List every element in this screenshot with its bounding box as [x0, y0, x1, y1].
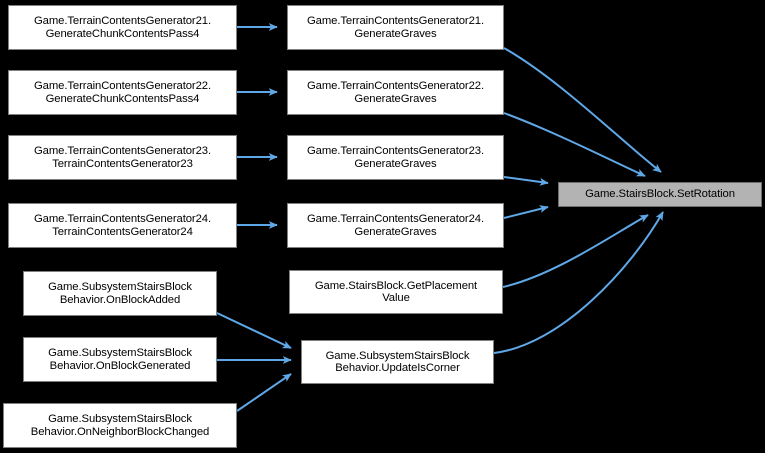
graph-node-label: Game.TerrainContentsGenerator23. Terrain…: [33, 145, 211, 170]
graph-node[interactable]: Game.TerrainContentsGenerator24. Generat…: [287, 203, 504, 248]
graph-node-label: Game.TerrainContentsGenerator24. Terrain…: [33, 213, 211, 238]
graph-edge: [236, 373, 292, 412]
graph-edge: [503, 176, 549, 186]
graph-edge: [493, 211, 664, 354]
graph-node-label: Game.StairsBlock.SetRotation: [585, 188, 735, 201]
graph-edge: [216, 312, 292, 349]
graph-node-label: Game.SubsystemStairsBlock Behavior.OnBlo…: [48, 347, 192, 372]
graph-node-label: Game.SubsystemStairsBlock Behavior.OnNei…: [30, 413, 210, 438]
graph-node-label: Game.TerrainContentsGenerator21. Generat…: [306, 15, 484, 40]
graph-node[interactable]: Game.TerrainContentsGenerator22. Generat…: [287, 70, 504, 115]
graph-node-label: Game.SubsystemStairsBlock Behavior.Updat…: [325, 349, 470, 374]
graph-node[interactable]: Game.TerrainContentsGenerator21. Generat…: [287, 5, 504, 50]
graph-node[interactable]: Game.TerrainContentsGenerator23. Terrain…: [8, 135, 237, 180]
graph-node-target[interactable]: Game.StairsBlock.SetRotation: [558, 182, 762, 207]
graph-node-label: Game.TerrainContentsGenerator24. Generat…: [306, 213, 484, 238]
graph-node-label: Game.SubsystemStairsBlock Behavior.OnBlo…: [48, 281, 192, 306]
graph-edge: [503, 205, 549, 219]
graph-node-label: Game.TerrainContentsGenerator22. Generat…: [306, 80, 484, 105]
graph-node[interactable]: Game.SubsystemStairsBlock Behavior.OnBlo…: [23, 337, 217, 382]
graph-node[interactable]: Game.TerrainContentsGenerator23. Generat…: [287, 135, 504, 180]
graph-edge: [503, 112, 646, 177]
graph-edge: [503, 47, 662, 173]
graph-node[interactable]: Game.TerrainContentsGenerator24. Terrain…: [8, 203, 237, 248]
graph-node[interactable]: Game.SubsystemStairsBlock Behavior.Updat…: [301, 340, 494, 384]
graph-node-label: Game.TerrainContentsGenerator21. Generat…: [33, 15, 211, 40]
graph-node[interactable]: Game.SubsystemStairsBlock Behavior.OnBlo…: [23, 271, 217, 316]
graph-node-label: Game.StairsBlock.GetPlacement Value: [314, 279, 478, 304]
graph-edge: [502, 214, 649, 288]
graph-node[interactable]: Game.TerrainContentsGenerator21. Generat…: [8, 5, 237, 50]
graph-node-label: Game.TerrainContentsGenerator23. Generat…: [306, 145, 484, 170]
graph-node[interactable]: Game.SubsystemStairsBlock Behavior.OnNei…: [3, 403, 237, 448]
graph-node-label: Game.TerrainContentsGenerator22. Generat…: [33, 80, 211, 105]
graph-node[interactable]: Game.TerrainContentsGenerator22. Generat…: [8, 70, 237, 115]
graph-node[interactable]: Game.StairsBlock.GetPlacement Value: [289, 270, 503, 314]
